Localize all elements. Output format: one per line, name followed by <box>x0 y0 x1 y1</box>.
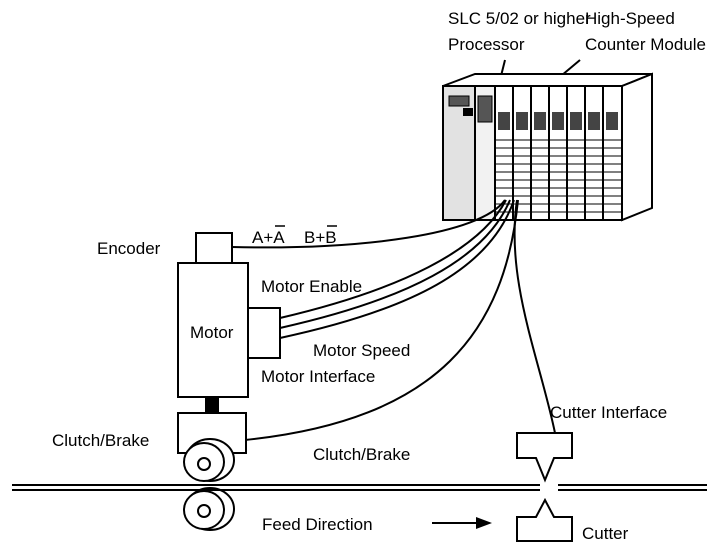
motor-enable-wire-b <box>279 199 511 329</box>
motor-body <box>177 262 249 398</box>
feed-direction-label: Feed Direction <box>262 515 373 534</box>
motor-speed-label: Motor Speed <box>313 341 410 360</box>
feed-direction-arrow <box>432 517 492 529</box>
signals-a-label: A+A <box>252 228 285 247</box>
motor-interface-box <box>247 307 281 359</box>
encoder-wire <box>231 199 506 249</box>
lower-cutter <box>516 497 573 542</box>
encoder-label: Encoder <box>97 239 161 258</box>
wiring <box>231 199 556 441</box>
processor-label-line2: Processor <box>448 35 525 54</box>
motor-label: Motor <box>190 323 234 342</box>
slc-chassis <box>442 72 653 222</box>
feed-material <box>12 484 707 491</box>
io-module-slots <box>494 85 623 221</box>
motor-shaft <box>205 397 219 413</box>
motor-enable-label: Motor Enable <box>261 277 362 296</box>
lower-feed-roller <box>183 487 235 531</box>
encoder-unit <box>195 232 233 264</box>
hsc-label-line2: Counter Module <box>585 35 706 54</box>
clutch-brake-wire-label: Clutch/Brake <box>313 445 410 464</box>
upper-cutter <box>516 432 573 483</box>
cutter-interface-label: Cutter Interface <box>550 403 667 422</box>
motor-speed-wire <box>279 199 515 339</box>
processor-label-line1: SLC 5/02 or higher <box>448 9 591 28</box>
upper-feed-roller <box>183 438 235 482</box>
cutter-label: Cutter <box>582 524 629 543</box>
clutch-brake-wire <box>244 199 519 441</box>
cutter-interface-wire <box>513 199 556 434</box>
motor-interface-label: Motor Interface <box>261 367 375 386</box>
signals-b-label: B+B <box>304 228 337 247</box>
motor-enable-wire-a <box>279 199 507 319</box>
clutch-brake-label: Clutch/Brake <box>52 431 149 450</box>
hsc-label-line1: High-Speed <box>585 9 675 28</box>
